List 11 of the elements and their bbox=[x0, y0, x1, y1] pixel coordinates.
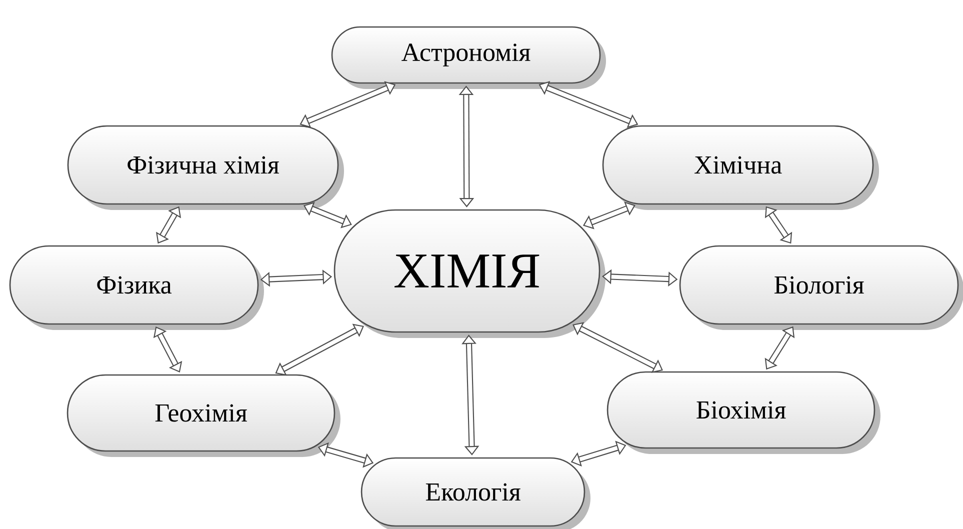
rounded-box: Біологія bbox=[679, 245, 963, 330]
rounded-box: Фізична хімія bbox=[67, 125, 344, 210]
rounded-box: Хімічна bbox=[602, 125, 879, 210]
double-arrow bbox=[572, 322, 663, 373]
rounded-box: Астрономія bbox=[331, 26, 606, 89]
rounded-box: Фізика bbox=[9, 245, 264, 330]
rounded-box: Екологія bbox=[360, 457, 590, 529]
rounded-box: Біохімія bbox=[606, 371, 880, 454]
double-arrow bbox=[275, 324, 364, 376]
rounded-box: Геохімія bbox=[66, 374, 340, 457]
rounded-box: ХІМІЯ bbox=[334, 209, 606, 338]
